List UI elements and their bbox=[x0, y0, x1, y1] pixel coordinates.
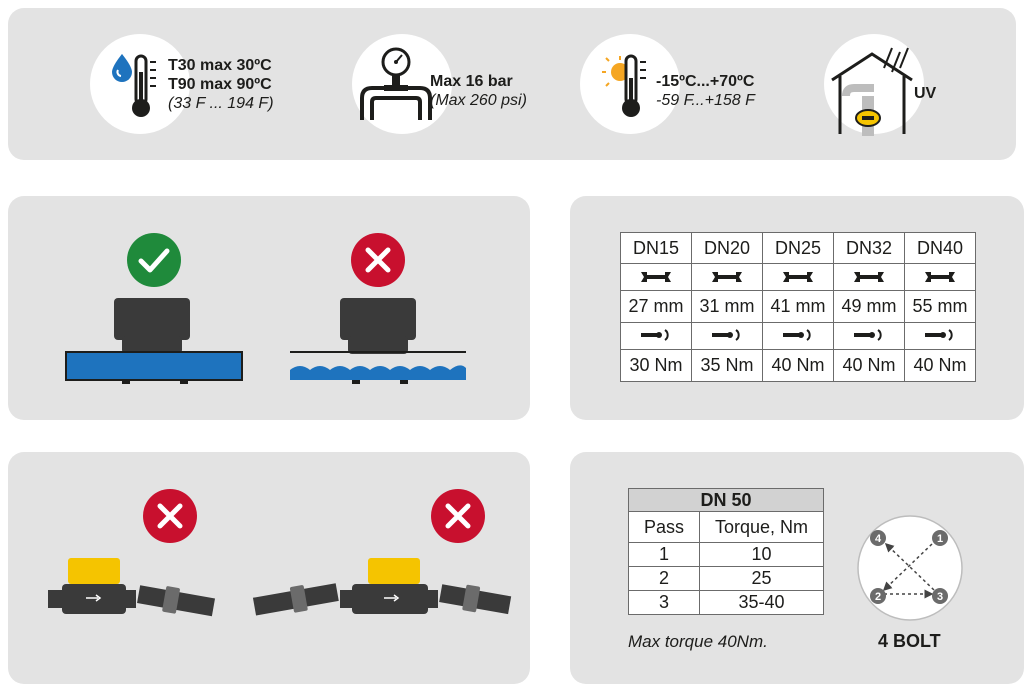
check-icon bbox=[127, 233, 181, 287]
surface-panel bbox=[8, 196, 530, 420]
temperature-line3: (33 F ... 194 F) bbox=[168, 95, 274, 112]
alignment-panel bbox=[8, 452, 530, 684]
wrench-size-dn32: 49 mm bbox=[833, 290, 905, 323]
dn20-header: DN20 bbox=[691, 232, 763, 264]
torque-icon bbox=[691, 322, 763, 350]
bolt-number-3: 3 bbox=[937, 591, 943, 603]
pressure-line1: Max 16 bar bbox=[430, 73, 513, 90]
torque-header: Torque, Nm bbox=[699, 511, 824, 543]
torque-icon bbox=[904, 322, 976, 350]
wrench-size-dn15: 27 mm bbox=[620, 290, 692, 323]
torque-pass-3: 35-40 bbox=[699, 590, 824, 615]
cross-icon bbox=[143, 489, 197, 543]
torque-dn32: 40 Nm bbox=[833, 349, 905, 382]
meter-misaligned-pipe-illustration bbox=[252, 558, 512, 616]
wrench-size-dn40: 55 mm bbox=[904, 290, 976, 323]
torque-dn15: 30 Nm bbox=[620, 349, 692, 382]
ambient-spec: -15ºC...+70ºC -59 F...+158 F bbox=[656, 72, 755, 110]
bolt-number-1: 1 bbox=[937, 533, 943, 545]
meter-flat-surface-illustration bbox=[65, 298, 243, 384]
bolt-number-4: 4 bbox=[875, 533, 882, 545]
bolt-number-2: 2 bbox=[875, 591, 881, 603]
torque-dn40: 40 Nm bbox=[904, 349, 976, 382]
bolt-count-label: 4 BOLT bbox=[878, 631, 941, 651]
dn50-torque-table: DN 50 Pass Torque, Nm 1 10 2 25 3 35-40 bbox=[628, 488, 824, 615]
max-torque-note: Max torque 40Nm. bbox=[628, 632, 768, 651]
torque-icon bbox=[762, 322, 834, 350]
dn40-header: DN40 bbox=[904, 232, 976, 264]
torque-dn25: 40 Nm bbox=[762, 349, 834, 382]
sun-thermometer-icon bbox=[602, 54, 646, 117]
temperature-line1: T30 max 30ºC bbox=[168, 57, 272, 74]
specs-panel: T30 max 30ºC T90 max 90ºC (33 F ... 194 … bbox=[8, 8, 1016, 160]
size-torque-table: DN15 DN20 DN25 DN32 DN40 27 mm 31 mm 41 … bbox=[620, 232, 976, 382]
torque-icon bbox=[620, 322, 692, 350]
wrench-size-dn20: 31 mm bbox=[691, 290, 763, 323]
wrench-icon bbox=[904, 263, 976, 291]
pass-3: 3 bbox=[628, 590, 700, 615]
torque-pass-1: 10 bbox=[699, 542, 824, 567]
torque-icon bbox=[833, 322, 905, 350]
dn25-header: DN25 bbox=[762, 232, 834, 264]
pass-2: 2 bbox=[628, 566, 700, 591]
pressure-line2: (Max 260 psi) bbox=[430, 92, 527, 109]
pressure-spec: Max 16 bar (Max 260 psi) bbox=[430, 72, 527, 110]
bolt-pattern-diagram: 4 1 2 3 bbox=[857, 515, 963, 621]
dn15-header: DN15 bbox=[620, 232, 692, 264]
dn32-header: DN32 bbox=[833, 232, 905, 264]
temperature-line2: T90 max 90ºC bbox=[168, 76, 272, 93]
wrench-icon bbox=[691, 263, 763, 291]
meter-misaligned-pipe-illustration bbox=[48, 558, 216, 617]
temperature-spec: T30 max 30ºC T90 max 90ºC (33 F ... 194 … bbox=[168, 56, 274, 113]
pass-header: Pass bbox=[628, 511, 700, 543]
ambient-line1: -15ºC...+70ºC bbox=[656, 73, 755, 90]
cross-icon bbox=[431, 489, 485, 543]
wrench-icon bbox=[620, 263, 692, 291]
torque-dn20: 35 Nm bbox=[691, 349, 763, 382]
thermometer-water-icon bbox=[112, 54, 156, 117]
pressure-gauge-icon bbox=[360, 47, 432, 120]
meter-uneven-surface-illustration bbox=[290, 298, 466, 384]
uv-label: UV bbox=[914, 85, 937, 102]
cross-icon bbox=[351, 233, 405, 287]
house-uv-icon bbox=[831, 47, 913, 136]
dn50-title: DN 50 bbox=[628, 488, 824, 512]
wrench-icon bbox=[833, 263, 905, 291]
ambient-line2: -59 F...+158 F bbox=[656, 92, 755, 109]
wrench-icon bbox=[762, 263, 834, 291]
pass-1: 1 bbox=[628, 542, 700, 567]
uv-spec: UV bbox=[914, 84, 936, 103]
torque-pass-2: 25 bbox=[699, 566, 824, 591]
wrench-size-dn25: 41 mm bbox=[762, 290, 834, 323]
